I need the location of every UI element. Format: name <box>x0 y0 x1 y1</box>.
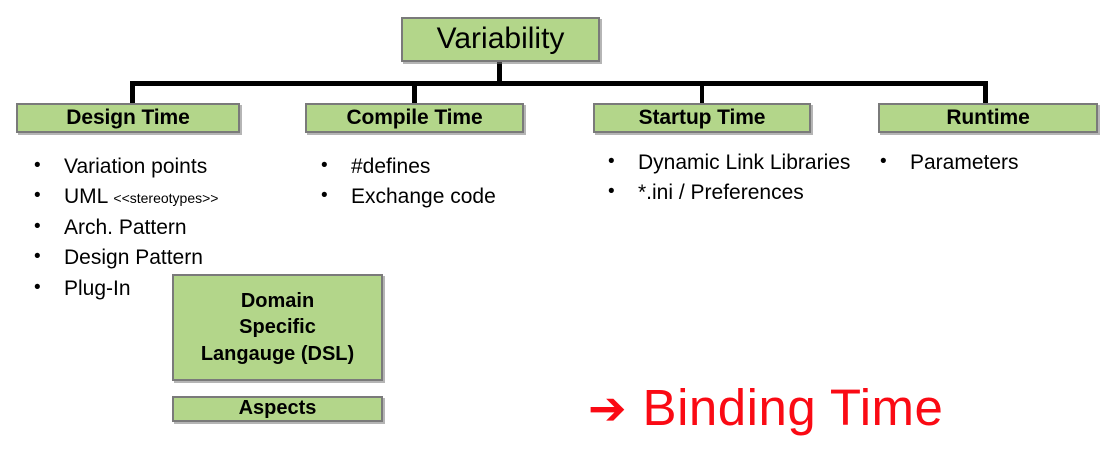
bullet-glyph-icon: • <box>34 185 41 207</box>
bullet-glyph-icon: • <box>34 246 41 268</box>
list-item: • Design Pattern <box>34 243 294 273</box>
list-item-text: UML <box>64 185 114 209</box>
list-item: • *.ini / Preferences <box>608 178 858 208</box>
list-item-label: Plug-In <box>64 276 131 300</box>
node-variability: Variability <box>401 17 600 62</box>
list-item-label: Parameters <box>910 151 1019 174</box>
connector-horizontal-bus <box>130 81 987 86</box>
node-compile-time: Compile Time <box>305 103 524 133</box>
list-item: • Plug-In <box>34 274 294 304</box>
bullet-list-design-time: • Variation points • UML <<stereotypes>>… <box>34 152 294 304</box>
bullet-glyph-icon: • <box>880 151 887 172</box>
list-item: • UML <<stereotypes>> <box>34 182 294 212</box>
connector-root-vertical <box>497 62 502 85</box>
bullet-glyph-icon: • <box>321 155 328 176</box>
list-item-label: Variation points <box>64 155 208 178</box>
bullet-glyph-icon: • <box>34 276 41 298</box>
dsl-box-text: Domain Specific Langauge (DSL) <box>201 288 354 367</box>
right-arrow-icon: ➔ <box>588 380 627 435</box>
node-startup-time: Startup Time <box>593 103 811 133</box>
list-item-stereotype: <<stereotypes>> <box>113 190 219 207</box>
node-runtime: Runtime <box>878 103 1098 133</box>
list-item: • #defines <box>321 152 561 182</box>
bullet-list-runtime: • Parameters <box>880 148 1100 178</box>
connector-branch-3-vertical <box>983 81 988 105</box>
list-item-label: #defines <box>351 155 431 178</box>
node-design-time: Design Time <box>16 103 240 133</box>
list-item-label: Arch. Pattern <box>64 215 187 239</box>
dsl-line-2: Specific <box>239 316 316 339</box>
list-item-label: Dynamic Link Libraries <box>638 151 851 174</box>
bullet-glyph-icon: • <box>608 181 615 203</box>
list-item: • Exchange code <box>321 182 561 212</box>
binding-time-callout: ➔ Binding Time <box>588 382 943 433</box>
bullet-glyph-icon: • <box>321 185 328 207</box>
dsl-line-1: Domain <box>240 289 315 312</box>
list-item-label: Design Pattern <box>64 246 203 270</box>
node-domain-specific-language: Domain Specific Langauge (DSL) <box>172 274 383 381</box>
list-item: • Parameters <box>880 148 1100 178</box>
bullet-glyph-icon: • <box>34 155 41 176</box>
bullet-list-compile-time: • #defines • Exchange code <box>321 152 561 213</box>
bullet-list-startup-time: • Dynamic Link Libraries • *.ini / Prefe… <box>608 148 858 209</box>
bullet-glyph-icon: • <box>34 215 41 237</box>
node-aspects: Aspects <box>172 396 383 422</box>
connector-branch-2-vertical <box>700 81 704 105</box>
connector-branch-0-vertical <box>130 81 135 105</box>
list-item: • Arch. Pattern <box>34 213 294 243</box>
list-item-label: UML <<stereotypes>> <box>64 182 294 212</box>
list-item: • Dynamic Link Libraries <box>608 148 858 178</box>
list-item: • Variation points <box>34 152 294 182</box>
bullet-glyph-icon: • <box>608 151 615 172</box>
binding-time-label: Binding Time <box>642 379 944 436</box>
connector-branch-1-vertical <box>412 81 417 105</box>
dsl-line-3: Langauge (DSL) <box>200 342 355 365</box>
list-item-label: Exchange code <box>351 185 496 209</box>
list-item-label: *.ini / Preferences <box>638 181 804 205</box>
